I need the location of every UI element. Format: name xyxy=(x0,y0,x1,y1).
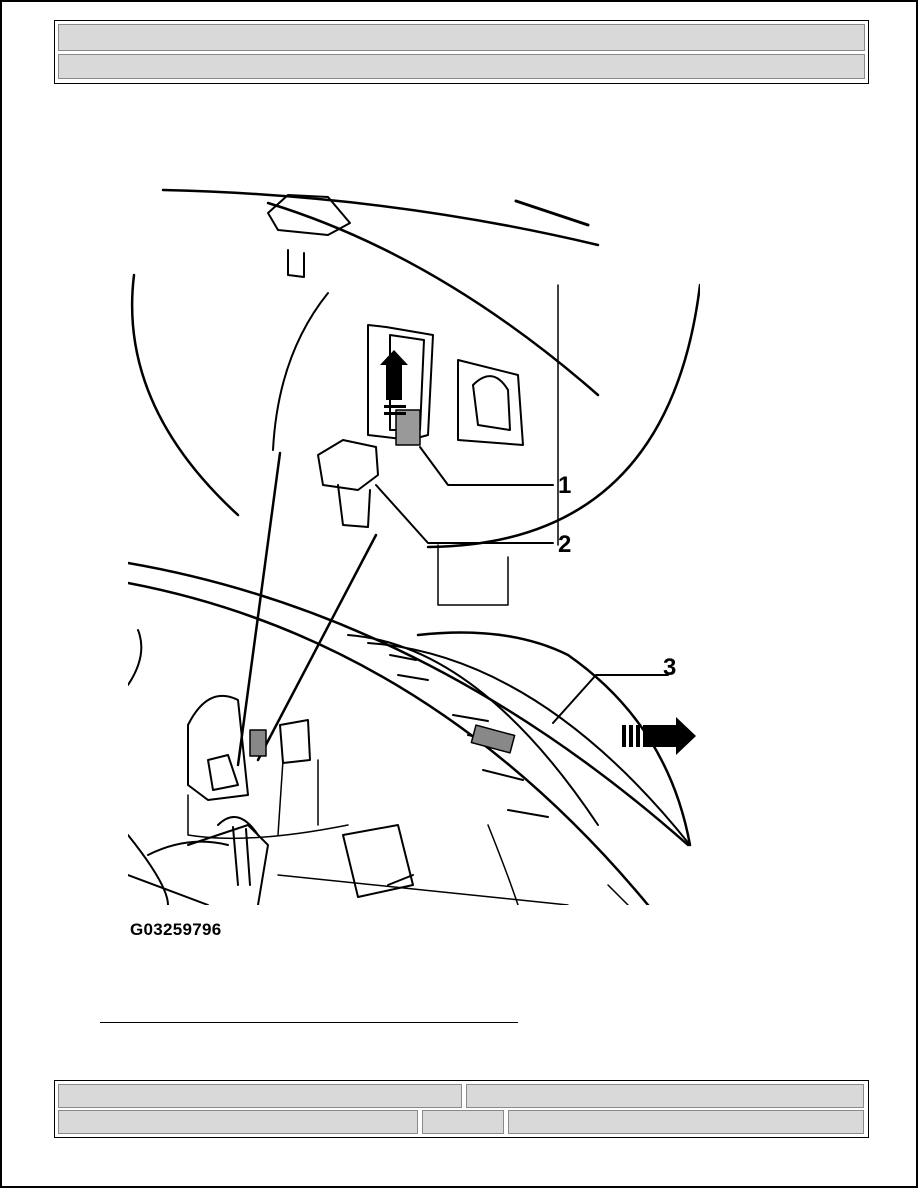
header-subtitle-bar xyxy=(58,54,865,79)
footer-cell xyxy=(508,1110,864,1134)
technical-illustration: 1 2 3 xyxy=(128,188,700,905)
separator-line xyxy=(100,1022,518,1023)
callout-1: 1 xyxy=(558,472,571,499)
callout-3: 3 xyxy=(663,654,676,681)
figure-caption: G03259796 xyxy=(130,920,222,939)
direction-arrow-icon xyxy=(622,717,696,755)
footer-cell xyxy=(466,1084,864,1108)
footer-cell xyxy=(422,1110,504,1134)
footer-cell xyxy=(58,1110,418,1134)
page-header xyxy=(54,20,869,84)
upward-arrow-icon xyxy=(380,350,408,415)
callout-2: 2 xyxy=(558,531,571,558)
page-footer xyxy=(54,1080,869,1138)
header-title-bar xyxy=(58,24,865,51)
footer-cell xyxy=(58,1084,462,1108)
